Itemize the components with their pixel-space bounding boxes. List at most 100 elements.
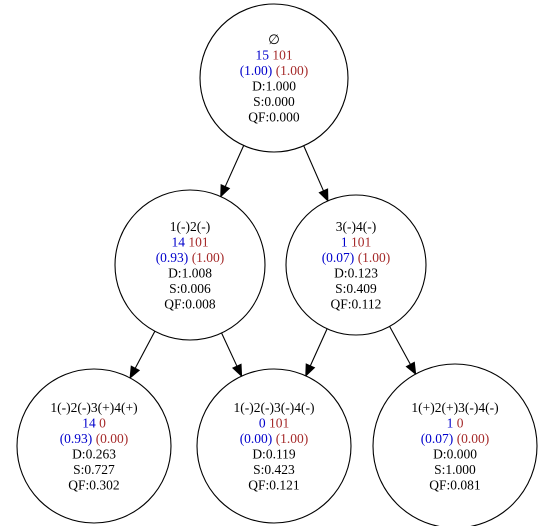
nodes-layer: ∅15 101(1.00) (1.00)D:1.000S:0.000QF:0.0… <box>16 3 538 529</box>
edges-layer <box>129 145 417 380</box>
edge-n1-n4 <box>221 332 243 378</box>
negative-count: 101 <box>269 415 289 430</box>
negative-count: 101 <box>351 234 371 249</box>
d-value: D:0.119 <box>252 446 296 461</box>
positive-fraction: (1.00) <box>240 63 273 78</box>
s-line: S:0.000 <box>253 94 295 109</box>
qf-line: QF:0.008 <box>164 296 216 311</box>
count-line: 1 0 <box>447 415 464 430</box>
edge-line <box>224 145 245 187</box>
node-label: 1(-)2(-)3(-)4(-) <box>234 400 315 415</box>
d-value: D:0.123 <box>334 265 378 280</box>
d-line: D:1.008 <box>168 265 212 280</box>
qf-value: QF:0.121 <box>248 477 299 492</box>
s-value: S:0.000 <box>253 94 295 109</box>
negative-fraction: (0.00) <box>457 431 490 446</box>
s-value: S:0.727 <box>73 462 115 477</box>
node-label-line: ∅ <box>268 32 280 47</box>
qf-line: QF:0.121 <box>248 477 299 492</box>
positive-fraction: (0.00) <box>240 431 273 446</box>
tree-node-n2: 3(-)4(-)1 101(0.07) (1.00)D:0.123S:0.409… <box>285 194 427 336</box>
d-value: D:1.008 <box>168 265 212 280</box>
fraction-line: (1.00) (1.00) <box>240 63 309 78</box>
tree-node-n3: 1(-)2(-)3(+)4(+)14 0(0.93) (0.00)D:0.263… <box>16 368 172 524</box>
arrowhead-icon <box>405 361 417 376</box>
qf-value: QF:0.302 <box>68 477 119 492</box>
arrowhead-icon <box>220 183 231 198</box>
negative-count: 0 <box>99 415 106 430</box>
edge-n1-n3 <box>129 330 156 380</box>
edge-line <box>134 330 156 369</box>
positive-fraction: (0.07) <box>322 250 355 265</box>
node-label: 3(-)4(-) <box>336 219 376 234</box>
d-line: D:0.000 <box>433 446 477 461</box>
qf-value: QF:0.000 <box>248 109 300 124</box>
d-value: D:0.263 <box>72 446 116 461</box>
d-line: D:0.123 <box>334 265 378 280</box>
qf-line: QF:0.000 <box>248 109 300 124</box>
qf-line: QF:0.302 <box>68 477 119 492</box>
edge-root-n1 <box>220 145 245 198</box>
d-value: D:0.000 <box>433 446 477 461</box>
negative-fraction: (1.00) <box>192 250 225 265</box>
node-label: ∅ <box>268 32 280 47</box>
s-value: S:0.409 <box>335 281 377 296</box>
node-label: 1(+)2(+)3(-)4(-) <box>411 400 498 415</box>
fraction-line: (0.93) (1.00) <box>156 250 225 265</box>
positive-count: 1 <box>341 234 348 249</box>
qf-value: QF:0.112 <box>331 296 382 311</box>
fraction-line: (0.07) (0.00) <box>421 431 490 446</box>
node-label-line: 3(-)4(-) <box>336 219 376 234</box>
negative-count: 101 <box>272 47 292 62</box>
node-label-line: 1(-)2(-) <box>170 219 210 234</box>
qf-line: QF:0.081 <box>429 477 480 492</box>
count-line: 14 0 <box>82 415 106 430</box>
node-label-line: 1(-)2(-)3(-)4(-) <box>234 400 315 415</box>
positive-fraction: (0.93) <box>156 250 189 265</box>
positive-fraction: (0.93) <box>60 431 93 446</box>
positive-count: 0 <box>259 415 266 430</box>
node-circle <box>114 189 266 341</box>
negative-fraction: (1.00) <box>276 63 309 78</box>
count-line: 15 101 <box>255 47 292 62</box>
arrowhead-icon <box>129 365 141 380</box>
d-line: D:0.263 <box>72 446 116 461</box>
node-label: 1(-)2(-) <box>170 219 210 234</box>
qf-line: QF:0.112 <box>331 296 382 311</box>
s-line: S:1.000 <box>434 462 476 477</box>
tree-node-n4: 1(-)2(-)3(-)4(-)0 101(0.00) (1.00)D:0.11… <box>196 368 352 524</box>
arrowhead-icon <box>305 363 316 378</box>
s-line: S:0.423 <box>253 462 295 477</box>
s-value: S:0.423 <box>253 462 295 477</box>
edge-n2-n4 <box>305 328 328 378</box>
node-label-line: 1(+)2(+)3(-)4(-) <box>411 400 498 415</box>
tree-node-root: ∅15 101(1.00) (1.00)D:1.000S:0.000QF:0.0… <box>199 3 349 153</box>
arrowhead-icon <box>318 188 329 203</box>
negative-count: 0 <box>457 415 464 430</box>
edge-root-n2 <box>303 145 329 203</box>
node-circle <box>196 368 352 524</box>
s-value: S:0.006 <box>169 281 211 296</box>
count-line: 1 101 <box>341 234 371 249</box>
d-line: D:0.119 <box>252 446 296 461</box>
fraction-line: (0.07) (1.00) <box>322 250 391 265</box>
positive-count: 14 <box>82 415 96 430</box>
positive-fraction: (0.07) <box>421 431 454 446</box>
count-line: 14 101 <box>171 234 208 249</box>
s-line: S:0.409 <box>335 281 377 296</box>
node-label: 1(-)2(-)3(+)4(+) <box>50 400 137 415</box>
negative-fraction: (1.00) <box>358 250 391 265</box>
edge-line <box>309 328 328 367</box>
positive-count: 1 <box>447 415 454 430</box>
tree-node-n1: 1(-)2(-)14 101(0.93) (1.00)D:1.008S:0.00… <box>114 189 266 341</box>
node-circle <box>199 3 349 153</box>
node-circle <box>285 194 427 336</box>
negative-fraction: (1.00) <box>276 431 309 446</box>
tree-node-n5: 1(+)2(+)3(-)4(-)1 0(0.07) (0.00)D:0.000S… <box>372 363 538 529</box>
d-line: D:1.000 <box>252 78 296 93</box>
negative-fraction: (0.00) <box>96 431 129 446</box>
fraction-line: (0.00) (1.00) <box>240 431 309 446</box>
edge-n2-n5 <box>389 326 417 376</box>
